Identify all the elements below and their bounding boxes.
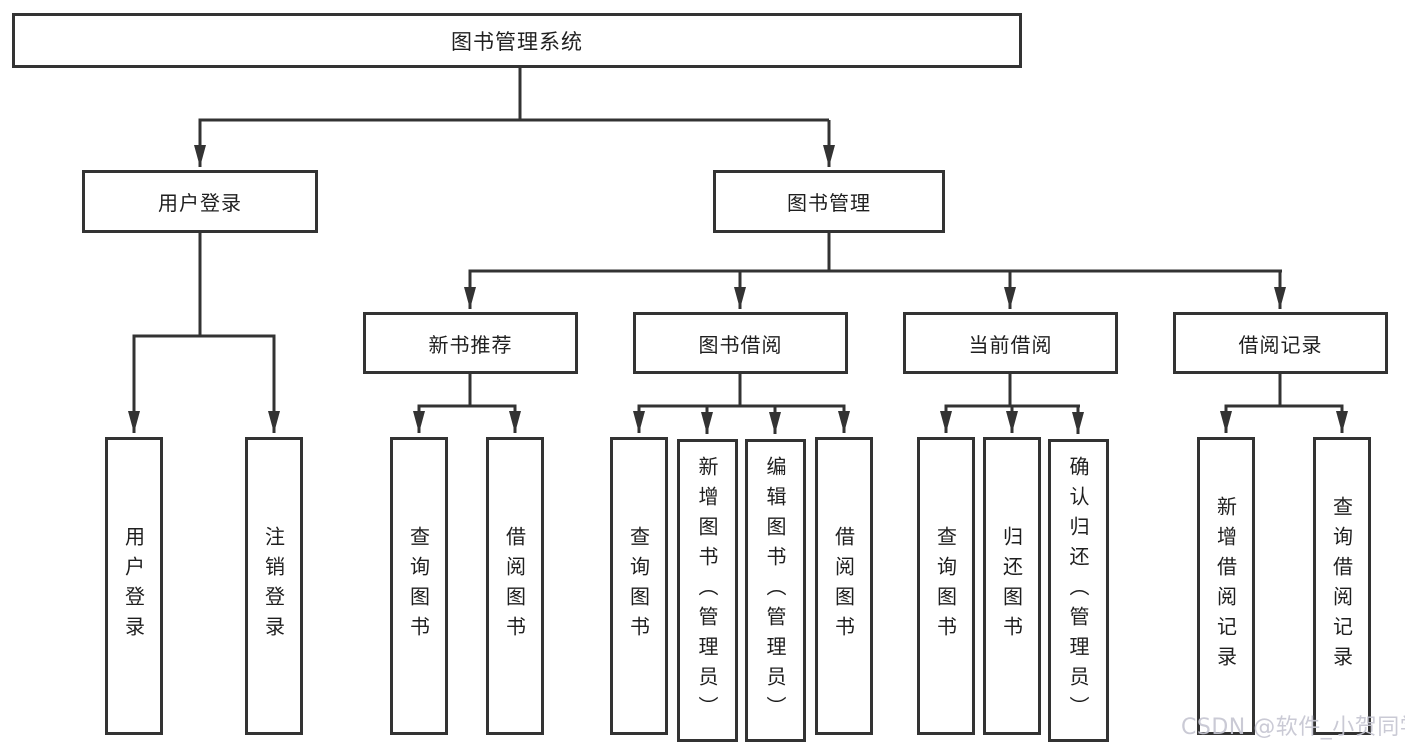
node-root-label: 图书管理系统 <box>451 29 583 54</box>
node-user-login: 用户登录 <box>82 170 318 233</box>
node-borrowing-records-label: 借阅记录 <box>1238 332 1323 357</box>
node-current-borrowing-label: 当前借阅 <box>968 332 1053 357</box>
leaf-user-login: 用户登录 <box>105 437 163 735</box>
leaf-current-query-books-label: 查询图书 <box>933 526 958 646</box>
leaf-recommend-query-books: 查询图书 <box>390 437 448 735</box>
leaf-current-confirm-return-admin: 确认归还（管理员） <box>1048 439 1109 742</box>
node-new-book-recommend-label: 新书推荐 <box>428 332 513 357</box>
csdn-watermark: CSDN @软件_小贺同学 <box>1181 715 1405 740</box>
node-root-library-system: 图书管理系统 <box>12 13 1022 68</box>
leaf-records-query-record: 查询借阅记录 <box>1313 437 1371 735</box>
leaf-borrowing-query-books-label: 查询图书 <box>626 526 651 646</box>
leaf-user-login-label: 用户登录 <box>121 526 146 646</box>
node-new-book-recommend: 新书推荐 <box>363 312 578 374</box>
leaf-records-add-record-label: 新增借阅记录 <box>1213 496 1238 676</box>
leaf-borrowing-edit-books-admin: 编辑图书（管理员） <box>745 439 806 742</box>
leaf-logout-label: 注销登录 <box>261 526 286 646</box>
node-user-login-label: 用户登录 <box>158 191 242 215</box>
leaf-borrowing-edit-books-admin-label: 编辑图书（管理员） <box>763 455 787 726</box>
leaf-records-add-record: 新增借阅记录 <box>1197 437 1255 735</box>
leaf-current-return-books-label: 归还图书 <box>999 526 1024 646</box>
leaf-current-confirm-return-admin-label: 确认归还（管理员） <box>1066 455 1090 726</box>
node-book-borrowing: 图书借阅 <box>633 312 848 374</box>
leaf-logout: 注销登录 <box>245 437 303 735</box>
leaf-borrowing-add-books-admin: 新增图书（管理员） <box>677 439 738 742</box>
node-book-borrowing-label: 图书借阅 <box>698 332 783 357</box>
leaf-borrowing-borrow-books: 借阅图书 <box>815 437 873 735</box>
leaf-current-query-books: 查询图书 <box>917 437 975 735</box>
leaf-borrowing-query-books: 查询图书 <box>610 437 668 735</box>
leaf-current-return-books: 归还图书 <box>983 437 1041 735</box>
leaf-recommend-borrow-books-label: 借阅图书 <box>502 526 527 646</box>
node-book-management-label: 图书管理 <box>787 191 871 215</box>
leaf-records-query-record-label: 查询借阅记录 <box>1329 496 1354 676</box>
node-borrowing-records: 借阅记录 <box>1173 312 1388 374</box>
node-book-management: 图书管理 <box>713 170 945 233</box>
leaf-borrowing-add-books-admin-label: 新增图书（管理员） <box>695 455 719 726</box>
node-current-borrowing: 当前借阅 <box>903 312 1118 374</box>
leaf-borrowing-borrow-books-label: 借阅图书 <box>831 526 856 646</box>
leaf-recommend-query-books-label: 查询图书 <box>406 526 431 646</box>
leaf-recommend-borrow-books: 借阅图书 <box>486 437 544 735</box>
